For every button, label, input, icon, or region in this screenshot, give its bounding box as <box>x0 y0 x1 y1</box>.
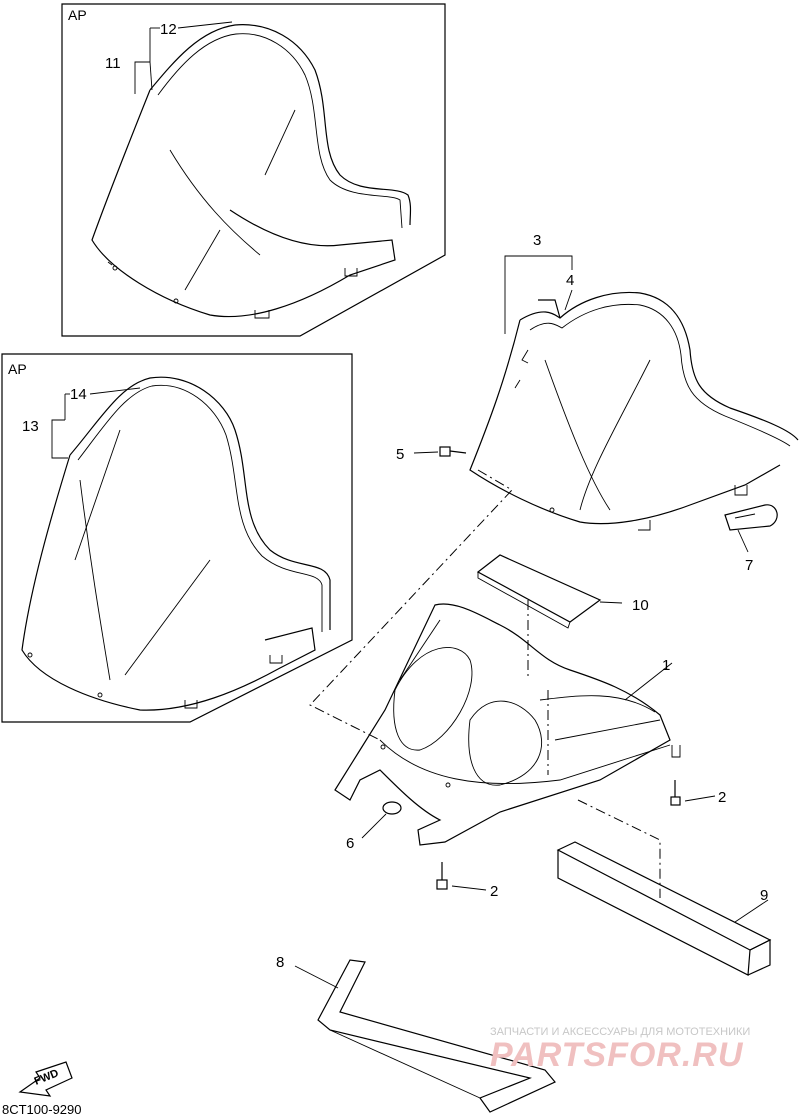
callout-3: 3 <box>533 232 541 249</box>
callout-8: 8 <box>276 954 284 971</box>
watermark-subtitle: ЗАПЧАСТИ И АКСЕССУАРЫ ДЛЯ МОТОТЕХНИКИ <box>490 1026 750 1038</box>
assembly-lines <box>309 469 661 898</box>
callout-11: 11 <box>105 55 121 72</box>
cowling-1: 1 <box>334 603 681 846</box>
callout-12: 12 <box>160 21 177 38</box>
windshield-main: 3 4 <box>469 232 799 531</box>
callout-2a: 2 <box>718 789 726 806</box>
trim-8: 8 <box>276 954 556 1113</box>
screw-6: 6 <box>346 801 402 852</box>
watermark-brand: PARTSFOR.RU <box>490 1036 744 1074</box>
ap-box-top: AP 12 11 <box>61 3 446 337</box>
callout-5: 5 <box>396 446 404 463</box>
watermark: ЗАПЧАСТИ И АКСЕССУАРЫ ДЛЯ МОТОТЕХНИКИ PA… <box>490 1026 750 1074</box>
bolt-2a: 2 <box>670 780 726 806</box>
fwd-arrow: FWD <box>18 1061 73 1097</box>
callout-4: 4 <box>566 272 574 289</box>
ap-label-top: AP <box>68 7 87 23</box>
ap-label-left: AP <box>8 361 27 377</box>
callout-7: 7 <box>745 557 753 574</box>
callout-10: 10 <box>632 597 649 614</box>
callout-13: 13 <box>22 418 39 435</box>
callout-9: 9 <box>760 887 768 904</box>
pad-10: 10 <box>476 554 649 629</box>
callout-1: 1 <box>662 657 670 674</box>
callout-14: 14 <box>70 386 87 403</box>
clip-7: 7 <box>724 504 778 574</box>
ap-box-left: AP 14 13 <box>1 353 353 723</box>
bolt-2b: 2 <box>436 862 498 900</box>
foam-bar-9: 9 <box>556 841 772 976</box>
callout-6: 6 <box>346 835 354 852</box>
bolt-5: 5 <box>396 446 467 463</box>
callout-2b: 2 <box>490 883 498 900</box>
drawing-code: 8CT100-9290 <box>2 1102 82 1117</box>
